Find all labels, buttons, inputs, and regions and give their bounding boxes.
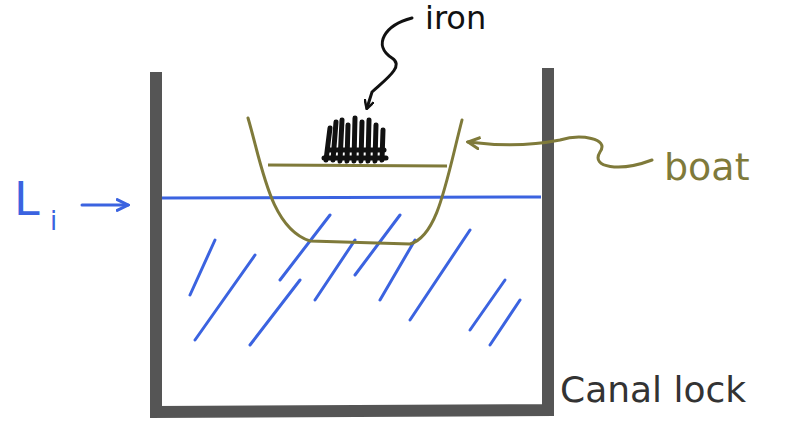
boat-leader [468,137,652,167]
water-level [162,197,541,198]
level-subscript: i [50,208,57,234]
iron-pile [324,118,386,161]
level-symbol: L [14,176,40,222]
part-label: Canal lock [560,372,746,408]
boat-hull [248,118,462,244]
part-label: boat [664,148,750,186]
part-label: iron [425,2,486,34]
lock-walls [156,68,548,412]
boat-deck [268,165,447,166]
level-arrow [82,204,128,207]
iron-leader [367,18,412,108]
water-hatching [190,215,520,345]
